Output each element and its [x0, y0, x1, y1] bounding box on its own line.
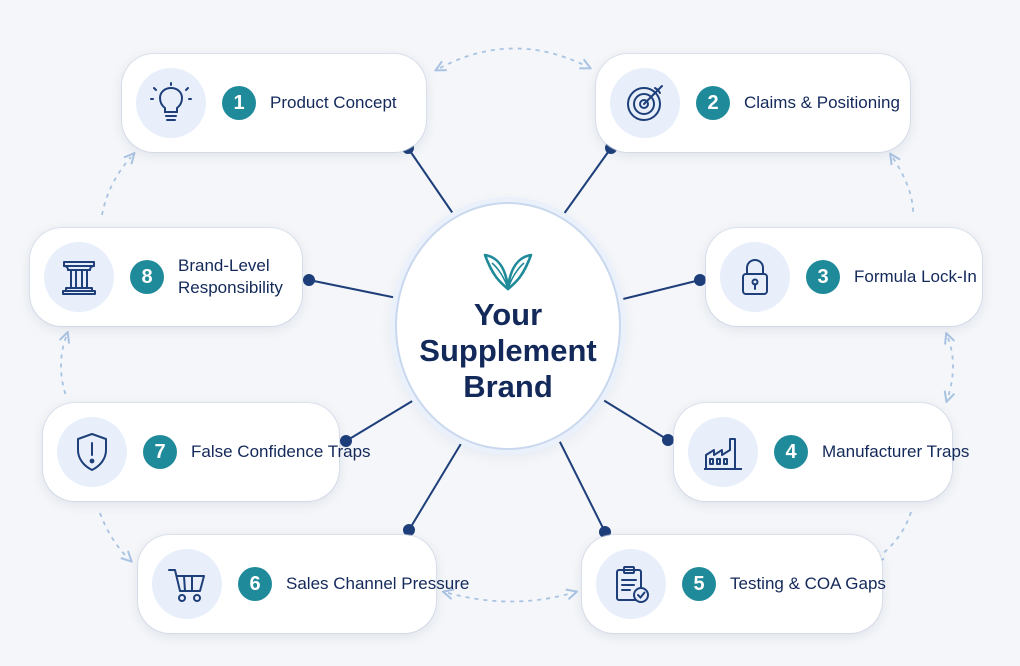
step-card-4: 4 Manufacturer Traps	[674, 403, 969, 501]
step-number: 2	[696, 86, 730, 120]
center-title: Your Supplement Brand	[419, 297, 597, 404]
step-label: Testing & COA Gaps	[730, 574, 886, 593]
connector-2	[560, 147, 612, 219]
step-card-5: 5 Testing & COA Gaps	[582, 535, 886, 633]
factory-icon	[688, 417, 758, 487]
step-number: 4	[774, 435, 808, 469]
connector-4	[599, 397, 669, 441]
step-label: Sales Channel Pressure	[286, 574, 470, 593]
connector-5	[555, 433, 606, 533]
cycle-arrow-left-lower	[99, 512, 128, 558]
leaf-icon	[483, 253, 533, 291]
step-label: Manufacturer Traps	[822, 442, 970, 461]
cycle-arrow-left-mid	[61, 337, 66, 397]
step-card-2: 2 Claims & Positioning	[596, 54, 910, 152]
center-hub: Your Supplement Brand	[397, 204, 619, 448]
step-card-6: 6 Sales Channel Pressure	[138, 535, 469, 633]
step-label: Brand-Level Responsibility	[178, 256, 283, 297]
clipboard-check-icon	[596, 549, 666, 619]
step-number: 7	[143, 435, 177, 469]
cycle-arrow-right-lower	[877, 511, 912, 558]
step-card-8: 8 Brand-Level Responsibility	[30, 228, 302, 326]
step-card-3: 3 Formula Lock-In	[706, 228, 982, 326]
connector-7	[345, 399, 415, 442]
step-number: 8	[130, 260, 164, 294]
step-number: 6	[238, 567, 272, 601]
step-number: 5	[682, 567, 716, 601]
lock-icon	[720, 242, 790, 312]
step-label: False Confidence Traps	[191, 442, 371, 461]
connector-8	[308, 279, 398, 299]
cycle-arrow-right-upper	[893, 158, 914, 216]
cycle-arrow-left-upper	[101, 157, 131, 216]
step-card-1: 1 Product Concept	[122, 54, 426, 152]
cycle-arrow-bottom	[448, 593, 572, 603]
shield-alert-icon	[57, 417, 127, 487]
step-card-7: 7 False Confidence Traps	[43, 403, 371, 501]
cycle-arrow-right-mid	[948, 338, 953, 397]
target-icon	[610, 68, 680, 138]
step-number: 3	[806, 260, 840, 294]
step-number: 1	[222, 86, 256, 120]
step-label: Formula Lock-In	[854, 267, 977, 286]
cart-icon	[152, 549, 222, 619]
step-label: Product Concept	[270, 93, 397, 112]
connector-6	[408, 441, 463, 531]
lightbulb-icon	[136, 68, 206, 138]
cycle-arrow-top	[440, 47, 586, 68]
step-label: Claims & Positioning	[744, 93, 900, 112]
connector-3	[618, 279, 701, 301]
pillar-icon	[44, 242, 114, 312]
connector-1	[407, 147, 457, 219]
